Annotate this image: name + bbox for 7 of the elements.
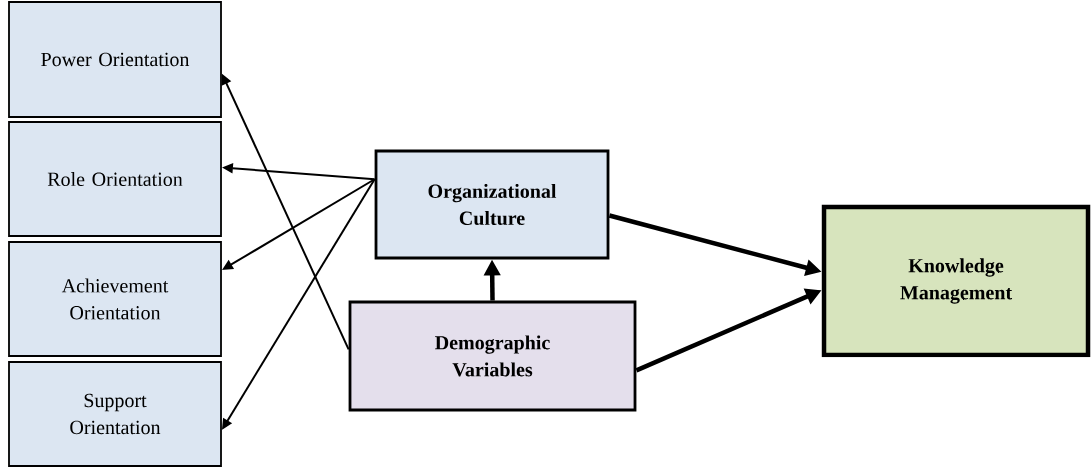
orientation-box: Achievement Orientation bbox=[8, 241, 222, 357]
outcome-box: Knowledge Management bbox=[821, 204, 1091, 358]
orientation-box: Power Orientation bbox=[8, 1, 222, 118]
culture-box: Organizational Culture bbox=[374, 149, 610, 260]
orientation-box: Support Orientation bbox=[8, 361, 222, 467]
orientation-box: Role Orientation bbox=[8, 121, 222, 237]
variables-box: Demographic Variables bbox=[348, 300, 637, 412]
